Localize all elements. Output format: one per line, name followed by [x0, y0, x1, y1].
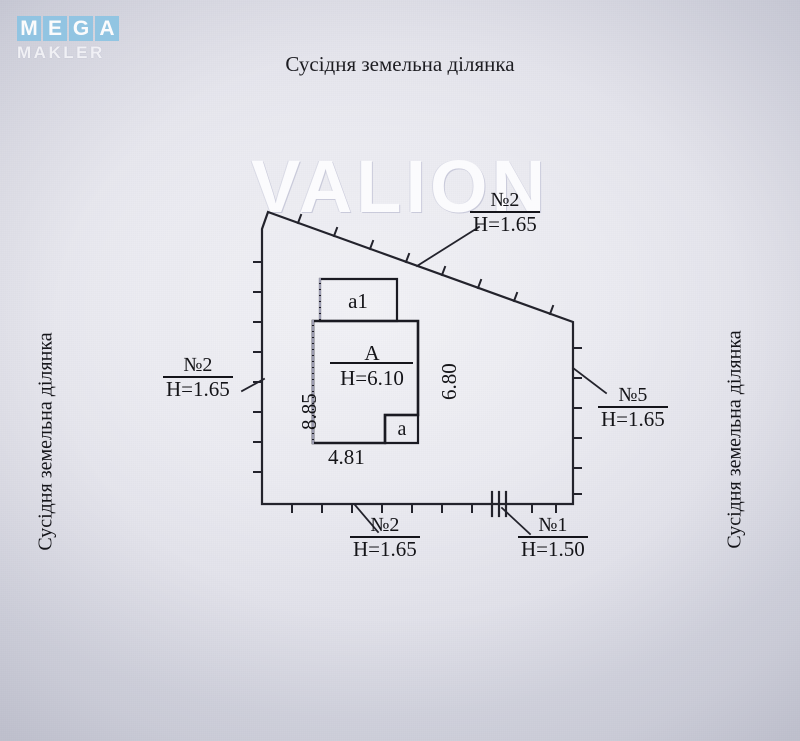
boundary-label-bottom-right: №1 H=1.50 — [518, 515, 588, 561]
logo-tile-e: E — [43, 16, 67, 41]
logo-mega-tiles: M E G A — [17, 16, 125, 41]
dimension-right-6-80: 6.80 — [437, 363, 461, 400]
building-a1-label: a1 — [348, 289, 368, 313]
fence-ticks-right — [572, 347, 582, 495]
label-leader-lines — [240, 225, 608, 536]
boundary-label-height: H=1.50 — [518, 536, 588, 561]
leader-bottom-right — [500, 506, 532, 536]
fence-ticks-left — [253, 261, 263, 473]
boundary-label-top-right: №2 H=1.65 — [470, 190, 540, 236]
boundary-label-bottom-left: №2 H=1.65 — [350, 515, 420, 561]
heading-right-neighbour-plot: Сусідня земельна ділянка — [723, 330, 746, 549]
boundary-label-number: №1 — [538, 514, 568, 536]
building-annex-a-label: a — [397, 418, 407, 440]
logo-subtitle: MAKLER — [17, 43, 105, 62]
boundary-label-height: H=1.65 — [470, 211, 540, 236]
leader-top-right — [415, 225, 481, 268]
heading-top-neighbour-plot: Сусідня земельна ділянка — [285, 52, 515, 76]
megamakler-logo: M E G A MAKLER — [17, 16, 125, 62]
boundary-label-height: H=1.65 — [163, 376, 233, 401]
logo-tile-a: A — [95, 16, 119, 41]
boundary-label-number: №2 — [370, 514, 400, 536]
logo-tile-g: G — [69, 16, 93, 41]
leader-right — [571, 366, 608, 395]
boundary-label-height: H=1.65 — [598, 406, 668, 431]
boundary-label-number: №5 — [618, 384, 648, 406]
building-annex-a-outline — [383, 413, 420, 445]
plot-boundary-outline — [260, 210, 575, 506]
building-a-label: A — [364, 341, 380, 365]
boundary-label-height: H=1.65 — [350, 536, 420, 561]
building-a-height: H=6.10 — [340, 366, 404, 390]
heading-left-neighbour-plot: Сусідня земельна ділянка — [34, 332, 57, 551]
leader-left — [240, 377, 266, 393]
boundary-label-right: №5 H=1.65 — [598, 385, 668, 431]
fence-ticks-diagonal — [296, 213, 555, 316]
boundary-label-number: №2 — [490, 189, 520, 211]
logo-tile-m: M — [17, 16, 41, 41]
leader-bottom-left — [353, 503, 380, 534]
fence-ticks-bottom — [291, 503, 557, 513]
valion-watermark: VALION — [250, 145, 550, 228]
dimension-left-8-85: 8.85 — [297, 393, 321, 430]
boundary-label-left: №2 H=1.65 — [163, 355, 233, 401]
dimension-bottom-4-81: 4.81 — [328, 445, 365, 469]
boundary-label-number: №2 — [183, 354, 213, 376]
